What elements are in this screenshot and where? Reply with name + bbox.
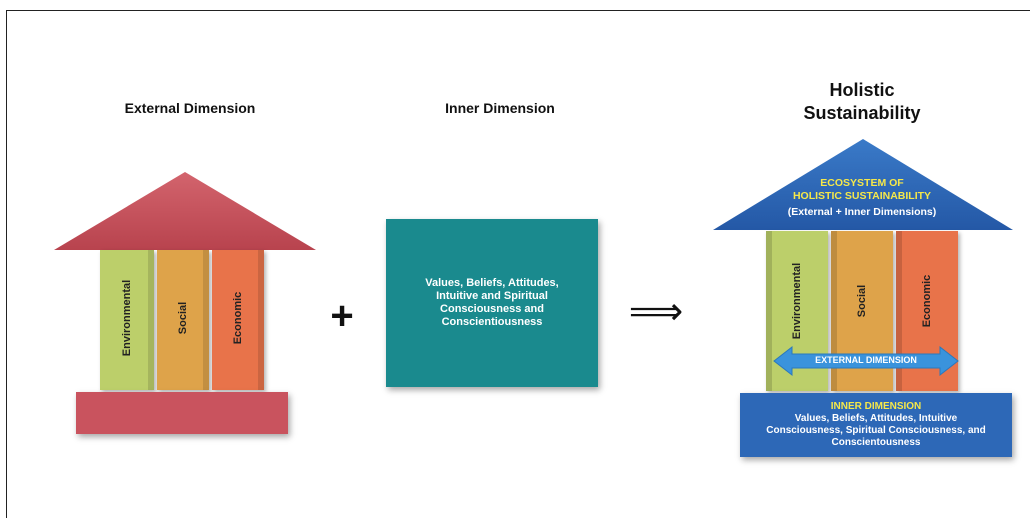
holistic-heading-line2: Sustainability xyxy=(803,103,921,123)
holistic-heading-line1: Holistic xyxy=(829,80,895,100)
left-pillar-economic-label: Economic xyxy=(232,291,244,345)
external-dimension-arrow xyxy=(773,345,959,377)
left-pillar-environmental: Environmental xyxy=(100,250,154,390)
right-base: INNER DIMENSION Values, Beliefs, Attitud… xyxy=(740,393,1012,457)
left-pillar-economic: Economic xyxy=(212,250,264,390)
diagram-frame xyxy=(6,10,1030,518)
roof-line-1: ECOSYSTEM OF xyxy=(820,177,904,189)
plus-symbol: + xyxy=(330,294,354,338)
implies-arrow: ⟹ xyxy=(628,291,684,333)
left-pillar-social-label: Social xyxy=(177,301,189,335)
left-roof xyxy=(54,172,316,250)
external-dimension-arrow-label: EXTERNAL DIMENSION xyxy=(815,355,917,365)
inner-dimension-base-title: INNER DIMENSION xyxy=(830,401,922,412)
inner-dimension-box: Values, Beliefs, Attitudes, Intuitive an… xyxy=(386,219,598,387)
right-pillar-environmental-label: Environmental xyxy=(791,262,803,340)
right-pillar-economic-label: Economic xyxy=(921,274,933,328)
inner-dimension-text: Values, Beliefs, Attitudes, Intuitive an… xyxy=(425,277,559,328)
inner-dimension-base-text: Values, Beliefs, Attitudes, Intuitive Co… xyxy=(766,413,986,448)
right-roof xyxy=(713,139,1013,230)
inner-dimension-heading: Inner Dimension xyxy=(445,100,555,116)
external-dimension-heading: External Dimension xyxy=(124,100,256,116)
left-base xyxy=(76,392,288,434)
left-pillar-environmental-label: Environmental xyxy=(121,279,133,357)
right-pillar-social-label: Social xyxy=(856,284,868,318)
left-pillar-social: Social xyxy=(157,250,209,390)
roof-line-2: HOLISTIC SUSTAINABILITY xyxy=(792,190,932,202)
roof-line-3: (External + Inner Dimensions) xyxy=(787,206,937,218)
